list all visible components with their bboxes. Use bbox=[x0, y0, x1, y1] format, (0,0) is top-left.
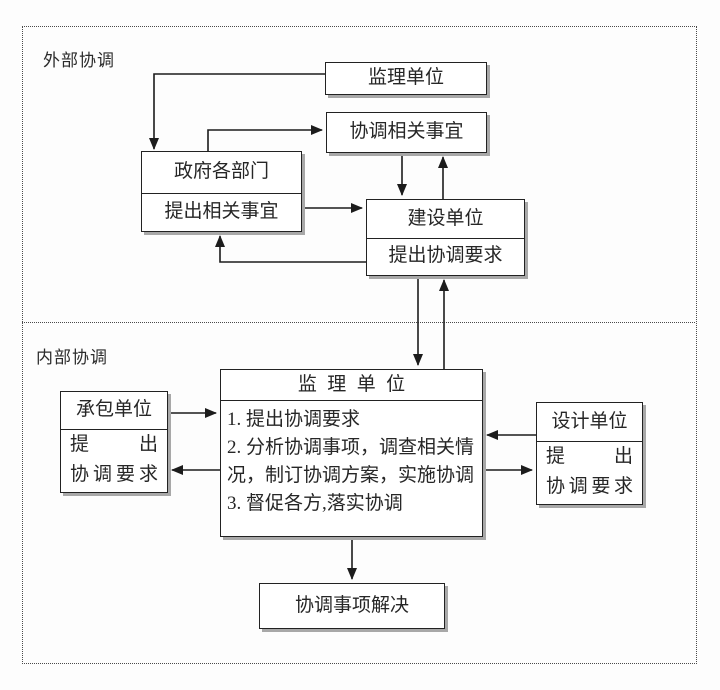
construction-unit-note: 提出协调要求 bbox=[367, 238, 524, 273]
contractor-request-line2: 协调要求 bbox=[70, 464, 158, 485]
design-unit-box: 设计单位 提出 协调要求 bbox=[536, 402, 643, 505]
supervision-duty-2: 2. 分析协调事项，调查相关情况，制订协调方案，实施协调 bbox=[227, 437, 475, 486]
external-section-label: 外部协调 bbox=[43, 51, 115, 70]
internal-section-label: 内部协调 bbox=[36, 348, 108, 367]
outer-dotted-border bbox=[22, 26, 697, 664]
resolved-title: 协调事项解决 bbox=[294, 594, 409, 616]
contractor-request-line1: 提出 bbox=[70, 434, 158, 455]
contractor-title: 承包单位 bbox=[75, 399, 152, 421]
internal-supervision-unit-box: 监理单位 1. 提出协调要求 2. 分析协调事项，调查相关情况，制订协调方案，实… bbox=[220, 369, 483, 537]
external-supervision-unit-box: 监理单位 bbox=[325, 62, 487, 95]
resolved-box: 协调事项解决 bbox=[259, 583, 445, 629]
coordinate-matters-box: 协调相关事宜 bbox=[326, 112, 487, 153]
internal-supervision-unit-title: 监理单位 bbox=[297, 373, 416, 395]
design-unit-title: 设计单位 bbox=[551, 410, 628, 432]
government-box: 政府各部门 提出相关事宜 bbox=[141, 151, 302, 232]
construction-unit-box: 建设单位 提出协调要求 bbox=[366, 199, 525, 276]
supervision-duty-1: 1. 提出协调要求 bbox=[227, 409, 361, 430]
design-request-line1: 提出 bbox=[546, 445, 633, 467]
government-note: 提出相关事宜 bbox=[142, 193, 301, 230]
supervision-duty-3: 3. 督促各方,落实协调 bbox=[227, 493, 403, 514]
government-title: 政府各部门 bbox=[173, 161, 269, 183]
section-divider-dotted bbox=[22, 322, 695, 323]
coordinate-matters-title: 协调相关事宜 bbox=[349, 121, 464, 143]
design-request-line2: 协调要求 bbox=[546, 475, 633, 497]
construction-unit-title: 建设单位 bbox=[407, 207, 484, 229]
external-supervision-unit-title: 监理单位 bbox=[367, 67, 444, 89]
contractor-box: 承包单位 提出 协调要求 bbox=[60, 391, 168, 493]
